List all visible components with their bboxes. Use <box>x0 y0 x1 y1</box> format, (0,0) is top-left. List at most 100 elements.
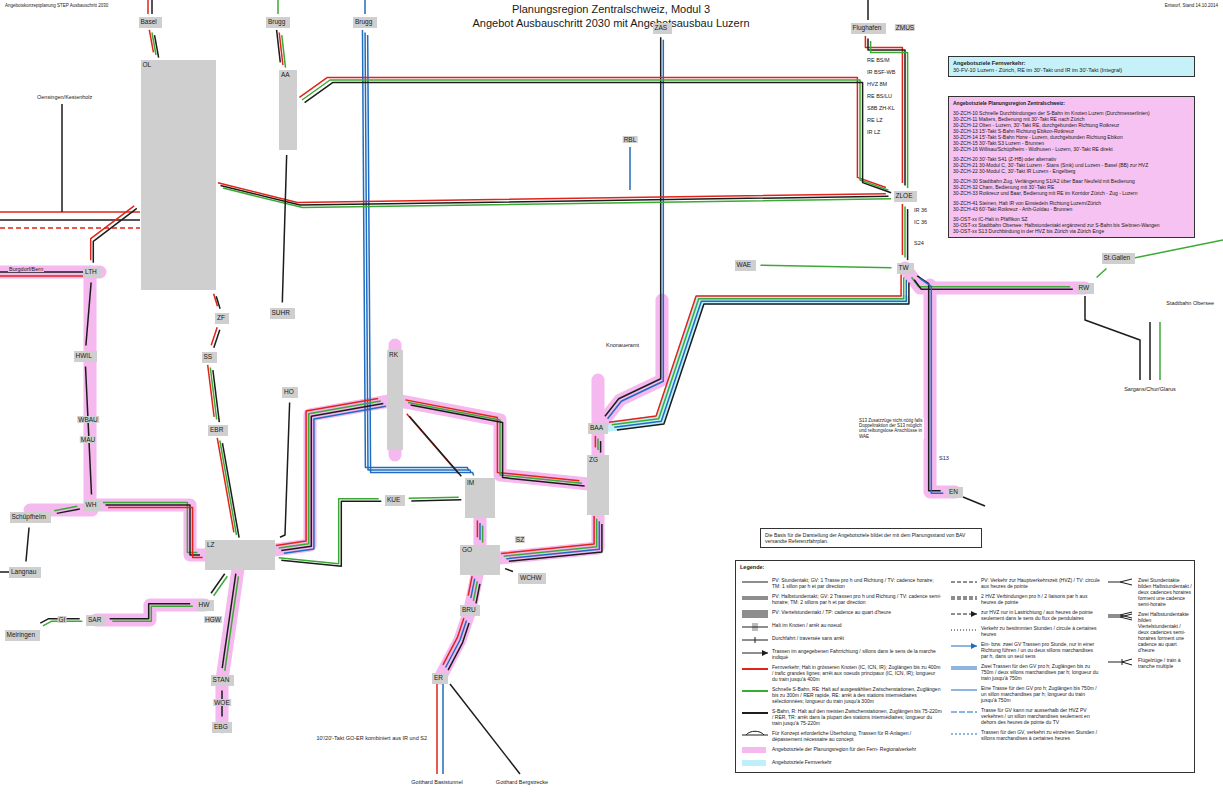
rail-track <box>277 0 279 14</box>
sample-stroke <box>951 599 977 600</box>
sample-stroke <box>951 690 977 691</box>
legend-entry: Fernverkehr; Halt in grösseren Knoten (I… <box>742 664 942 682</box>
station-box: Basel <box>139 17 162 28</box>
box-line: 30-ZCH-32 Cham, Bedienung mit 30'-Takt R… <box>953 184 1190 190</box>
rail-track <box>279 401 381 548</box>
rail-line <box>595 436 600 453</box>
sample-stroke <box>951 712 977 713</box>
station-code: HO <box>284 388 296 395</box>
station-code: EBG <box>214 723 230 730</box>
rail-track <box>223 188 891 208</box>
legend-entry: PV: Stundentakt; GV: 1 Trasse pro h und … <box>742 577 942 589</box>
legend-text: Fernverkehr; Halt in grösseren Knoten (I… <box>772 664 942 682</box>
color-swatch <box>742 760 766 766</box>
station-code: ZF <box>217 314 227 321</box>
rail-line <box>280 403 290 538</box>
rail-track <box>0 227 140 229</box>
map-label: IR LZ <box>866 129 881 135</box>
rail-track <box>0 275 84 277</box>
station-code: WCHW <box>520 574 544 581</box>
rail-track <box>629 147 631 190</box>
long-distance-target-band <box>598 300 905 428</box>
regional-target-band <box>598 300 662 428</box>
rail-track <box>305 83 892 193</box>
station-box: ZG <box>587 455 609 515</box>
rail-track <box>411 405 585 486</box>
box-heading: Die Basis für die Darstellung der Angebo… <box>765 532 977 544</box>
map-label: Angebot Ausbauschritt 2030 mit Angebotsa… <box>471 17 750 30</box>
rail-line <box>912 277 1073 289</box>
title: Planungsregion Zentralschweiz, Modul 3 <box>511 3 711 16</box>
map-label: RE BS/M <box>866 57 891 63</box>
rail-track <box>595 436 597 448</box>
station-box: St.Gallen <box>1102 253 1135 264</box>
map-label: Gotthard Basistunnel <box>410 779 463 785</box>
rail-line <box>761 265 892 267</box>
sample-stroke <box>742 599 768 600</box>
station-box: SS <box>202 352 217 363</box>
rail-track <box>279 499 379 564</box>
station-code: STAN <box>213 676 232 683</box>
regional-target-band <box>240 400 395 555</box>
station-box: STAN <box>211 675 234 686</box>
rail-track <box>214 576 228 596</box>
station-code: LZ <box>207 541 273 548</box>
station-box: HO <box>282 387 298 398</box>
station-box: ZLOE <box>894 191 917 202</box>
rail-track <box>217 438 234 533</box>
color-swatch <box>742 747 766 753</box>
legend-text: Für Konzept erforderliche Überholung, Tr… <box>772 730 942 742</box>
line-sample <box>951 625 977 635</box>
legend-entry: Angebotsziele der Planungsregion für den… <box>742 746 942 752</box>
rail-track <box>280 403 290 538</box>
station-code: RK <box>389 351 401 358</box>
rail-track <box>614 280 906 428</box>
box-line: 30-ZCH-15 30'-Takt S3 Luzern - Brunnen <box>953 140 1190 146</box>
legend-text: Trassen im angegebenen Fahrrichtung / si… <box>772 648 942 660</box>
rail-track <box>222 574 236 669</box>
rail-track <box>1159 322 1161 380</box>
legend-entry: PV: Verkehr zur Hauptverkehrszeit (HVZ) … <box>951 577 1101 589</box>
note-box: Die Basis für die Darstellung der Angebo… <box>760 528 982 548</box>
station-box: ZAS <box>653 23 672 34</box>
sample-stroke <box>1108 579 1132 585</box>
legend-entry: Für Konzept erforderliche Überholung, Tr… <box>742 730 942 742</box>
map-label: Entwurf, Stand 14.10.2014 <box>1164 3 1219 8</box>
legend-entry: Zwei Stundentakte bilden Halbstundentakt… <box>1108 577 1192 607</box>
rail-track <box>93 208 137 262</box>
station-label: ZMUS <box>895 24 915 31</box>
legend-entry: Zwei Trassen für den GV pro h; Zuglängen… <box>951 663 1101 681</box>
station-code: Brugg <box>355 18 375 25</box>
legend-text: 2 HVZ Verbindungen pro h / 2 liaisons pa… <box>981 593 1101 605</box>
rail-line <box>407 414 462 477</box>
rail-track <box>963 497 985 506</box>
regional-target-box: Angebotsziele Planungsregion Zentralschw… <box>948 96 1195 238</box>
rail-track <box>282 35 286 68</box>
rail-line <box>405 400 584 486</box>
map-label: IR BSF-WB <box>866 69 896 75</box>
line-sample <box>742 635 768 645</box>
station-code: IM <box>467 479 493 486</box>
legend-text: Trassen für den GV, verkehrt zu einzelne… <box>981 729 1101 741</box>
line-sample <box>951 685 977 695</box>
legend-entry: Flügelzüge / train à tranche multiple <box>1108 657 1192 669</box>
station-label: HGW <box>204 616 222 623</box>
rail-track <box>220 441 237 536</box>
rail-line <box>477 520 482 542</box>
station-code: ZG <box>589 456 607 463</box>
box-heading: Angebotsziele Fernverkehr: <box>953 60 1190 67</box>
sample-arrow <box>971 643 977 649</box>
rail-track <box>1134 240 1223 258</box>
rail-line <box>222 574 238 671</box>
station-box: AA <box>279 70 297 150</box>
map-label: Sargans/Chur/Glarus <box>1123 386 1177 392</box>
legend-text: Halt im Knoten / arrêt au noeud <box>772 622 942 628</box>
map-label: S13 <box>938 455 950 461</box>
rail-track <box>865 36 902 183</box>
station-code: ER <box>434 674 446 681</box>
rail-track <box>902 204 904 255</box>
station-code: Schüpfheim <box>12 513 49 520</box>
rail-track <box>0 211 140 213</box>
rail-line <box>501 516 602 561</box>
rail-track <box>609 275 901 423</box>
